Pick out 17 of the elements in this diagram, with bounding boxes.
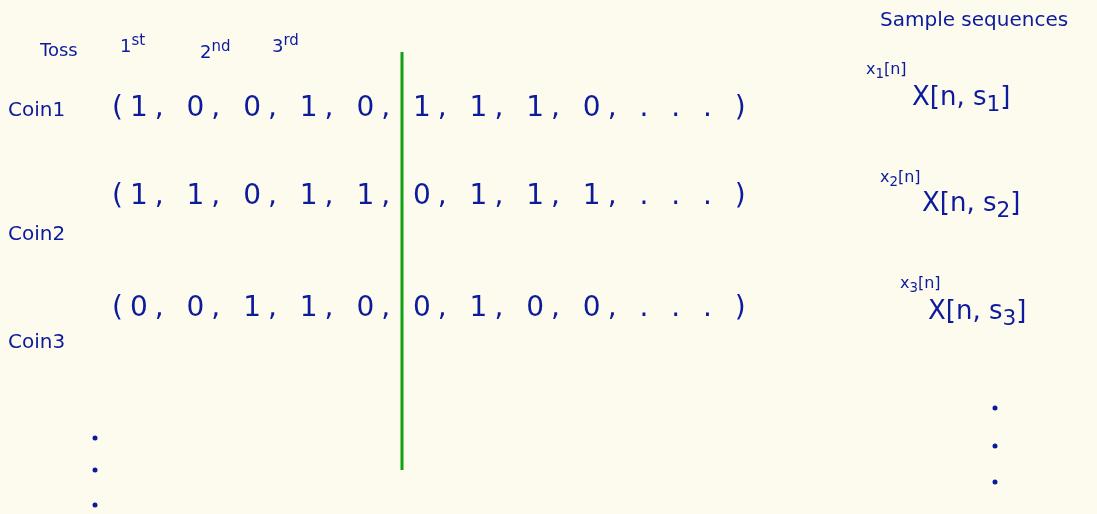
row-label: Coin3 [8, 330, 66, 352]
sequence-text: (1, 0, 0, 1, 0, 1, 1, 1, 0, . . . ) [112, 92, 753, 123]
sequence-text: (0, 0, 1, 1, 0, 0, 1, 0, 0, . . . ) [112, 292, 753, 323]
row-label: Coin2 [8, 222, 66, 244]
sequence-text: (1, 1, 0, 1, 1, 0, 1, 1, 1, . . . ) [112, 180, 753, 211]
math-label: x$_{2}$[n] [880, 168, 921, 190]
math-label: X[n, s$_{2}$] [922, 188, 1021, 222]
math-label: X[n, s$_{3}$] [928, 296, 1027, 330]
row-label: Coin1 [8, 98, 66, 120]
column-heading: 1$^{st}$ [120, 32, 146, 56]
column-heading: 2$^{nd}$ [200, 38, 231, 62]
math-label: x$_{1}$[n] [866, 60, 907, 82]
column-heading: 3$^{rd}$ [272, 32, 299, 56]
column-heading: Sample sequences [880, 8, 1070, 30]
column-heading: Toss [40, 40, 78, 60]
math-label: x$_{3}$[n] [900, 274, 941, 296]
math-label: X[n, s$_{1}$] [912, 82, 1011, 116]
